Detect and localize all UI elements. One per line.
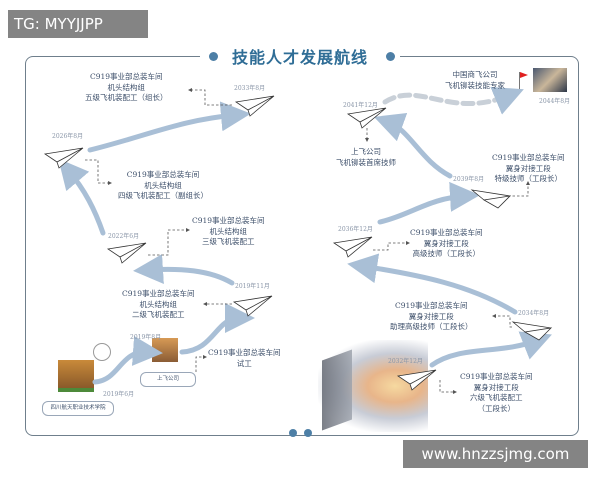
- arrow-2036-to-2039: [377, 181, 480, 225]
- arrow-2039-to-2041: [373, 113, 453, 179]
- paper-plane-icon: [396, 369, 437, 391]
- date-2022: 2022年6月: [108, 233, 140, 240]
- paper-plane-icon: [43, 147, 84, 169]
- date-2033: 2033年8月: [234, 85, 266, 92]
- date-2036: 2036年12月: [338, 226, 373, 233]
- paper-plane-icon: [346, 107, 387, 129]
- node-2032-text: C919事业部总装车间翼身对接工段六级飞机装配工（工段长）: [460, 372, 533, 413]
- title-dot-right: [386, 52, 395, 61]
- paper-plane-icon: [332, 236, 373, 258]
- date-2044: 2044年8月: [539, 98, 571, 105]
- watermark-top: TG: MYYJJPP: [8, 10, 148, 38]
- bottom-dot-left: [289, 429, 297, 437]
- label-school: 四川航天职业技术学院: [42, 401, 114, 416]
- node-2019-8-text: C919事业部总装车间试工: [208, 348, 281, 368]
- arrow-2041-to-2044: [382, 86, 524, 115]
- date-2019-6: 2019年6月: [103, 391, 135, 398]
- bottom-dot-right: [304, 429, 312, 437]
- page-title: 技能人才发展航线: [231, 48, 368, 67]
- arrow-2034-to-2036: [347, 253, 518, 315]
- arrow-2026-to-2033: [87, 101, 251, 153]
- paper-plane-icon: [511, 321, 553, 341]
- arrow-school-to-factory: [92, 335, 163, 385]
- node-2026-text: C919事业部总装车间机头结构组四级飞机装配工（副组长）: [118, 170, 208, 200]
- student-cartoon-icon: [93, 343, 111, 361]
- node-2034-text: C919事业部总装车间翼身对接工段助理高级技师（工段长）: [390, 301, 473, 331]
- flag-icon: [520, 72, 528, 78]
- node-2019-11-text: C919事业部总装车间机头结构组二级飞机装配工: [122, 289, 195, 319]
- date-2019-8: 2019年8月: [130, 334, 162, 341]
- paper-plane-icon: [232, 295, 273, 317]
- paper-plane-icon: [106, 242, 147, 264]
- date-2019-11: 2019年11月: [235, 283, 270, 290]
- arrow-factory-to-2019-11: [179, 303, 255, 355]
- date-2032: 2032年12月: [388, 358, 423, 365]
- school-building-icon: [58, 360, 94, 392]
- date-2034: 2034年8月: [518, 310, 550, 317]
- title-dot-left: [209, 52, 218, 61]
- paper-plane-icon: [234, 95, 275, 117]
- node-2022-text: C919事业部总装车间机头结构组三级飞机装配工: [192, 216, 265, 246]
- node-2033-text: C919事业部总装车间机头结构组五级飞机装配工（组长）: [85, 72, 168, 102]
- date-2026: 2026年8月: [52, 133, 84, 140]
- watermark-bottom: www.hnzzsjmg.com: [403, 440, 588, 468]
- node-2039-text: C919事业部总装车间翼身对接工段特级技师（工段长）: [492, 153, 565, 183]
- node-2044-text: 中国商飞公司飞机铆装技能专家: [445, 70, 505, 90]
- arrow-2019-11-to-2022: [133, 254, 235, 286]
- arrow-2022-to-2026: [58, 158, 106, 236]
- date-2039: 2039年8月: [453, 176, 485, 183]
- expert-photo: [533, 68, 567, 92]
- node-2041-text: 上飞公司飞机铆装首席技师: [336, 147, 396, 167]
- paper-plane-icon: [470, 189, 512, 209]
- flag-pole: [519, 72, 520, 90]
- node-2036-text: C919事业部总装车间翼身对接工段高级技师（工段长）: [410, 228, 483, 258]
- date-2041: 2041年12月: [343, 102, 378, 109]
- label-shanghai-aircraft: 上飞公司: [140, 372, 196, 387]
- arrow-2032-to-2034: [429, 331, 552, 368]
